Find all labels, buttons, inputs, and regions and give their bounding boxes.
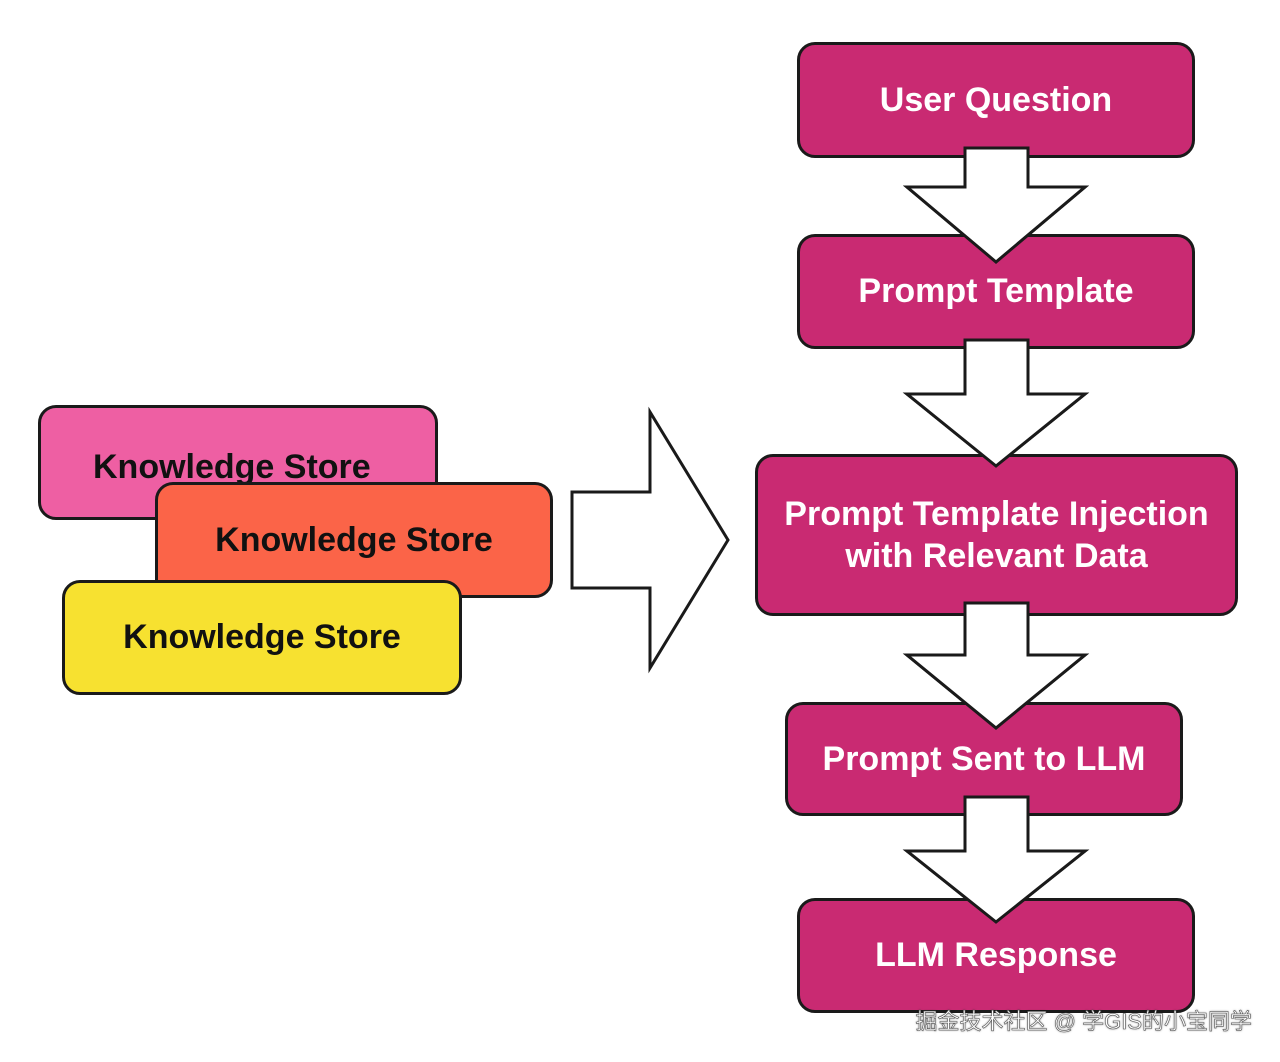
step-label: User Question [879, 80, 1113, 119]
right-arrow [570, 406, 730, 674]
step-label: Prompt Sent to LLM [822, 739, 1146, 778]
knowledge-store-label: Knowledge Store [93, 448, 371, 486]
prompt-injection-box: Prompt Template Injection with Relevant … [755, 454, 1238, 616]
knowledge-store-3: Knowledge Store [62, 580, 462, 695]
knowledge-store-2: Knowledge Store [155, 482, 553, 598]
down-arrow-2 [902, 338, 1090, 468]
step-label-line-2: with Relevant Data [845, 537, 1148, 575]
step-label: Prompt Template [858, 272, 1134, 311]
prompt-sent-box: Prompt Sent to LLM [785, 702, 1183, 816]
step-label-line-1: Prompt Template Injection [784, 494, 1209, 533]
step-label: LLM Response [875, 936, 1117, 975]
watermark: 掘金技术社区 @ 学GIS的小宝同学 [915, 1009, 1252, 1035]
user-question-box: User Question [797, 42, 1195, 158]
knowledge-store-label: Knowledge Store [123, 618, 401, 657]
llm-response-box: LLM Response [797, 898, 1195, 1013]
prompt-template-box: Prompt Template [797, 234, 1195, 349]
knowledge-store-label: Knowledge Store [215, 520, 493, 559]
